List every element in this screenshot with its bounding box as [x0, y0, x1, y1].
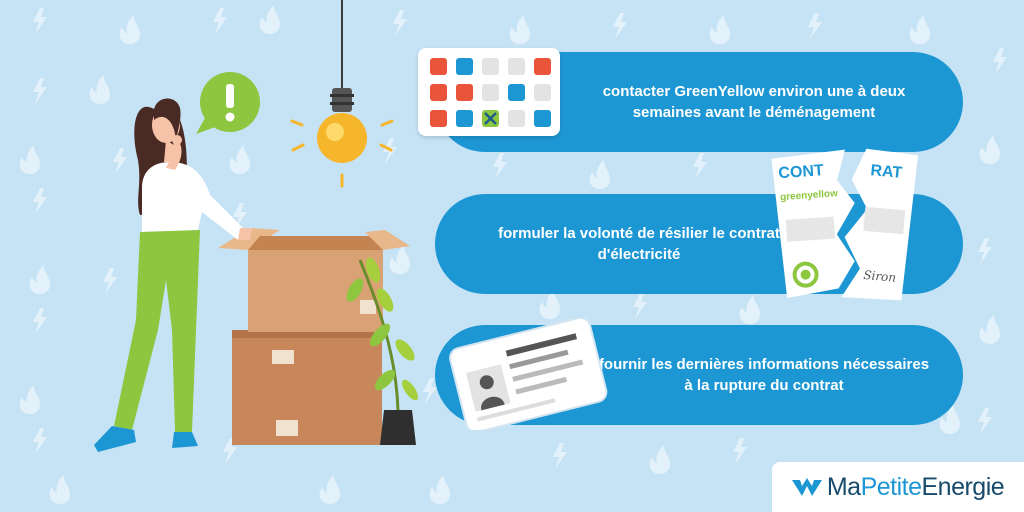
- step-1-text: contacter GreenYellow environ une à deux…: [602, 83, 906, 121]
- step-3-text: fournir les dernières informations néces…: [598, 356, 930, 394]
- calendar-icon: [418, 48, 560, 136]
- logo-text-part2: Petite: [860, 472, 922, 501]
- calendar-check-cell: [482, 110, 499, 127]
- calendar-cell: [508, 110, 525, 127]
- torn-contract-icon: CONT RAT greenyellow Siron: [771, 148, 918, 301]
- calendar-cell: [534, 58, 551, 75]
- logo-text: MaPetiteEnergie: [826, 472, 1005, 502]
- calendar-cell: [430, 58, 447, 75]
- contract-title-right: RAT: [870, 162, 903, 182]
- logo-text-part3: Energie: [921, 472, 1005, 501]
- calendar-cell: [456, 110, 473, 127]
- calendar-cell: [534, 110, 551, 127]
- logo-mark-icon: [791, 478, 822, 496]
- step-2-text: formuler la volonté de résilier le contr…: [498, 225, 780, 263]
- potted-plant: [346, 257, 419, 445]
- logo-text-part1: Ma: [826, 472, 861, 501]
- calendar-cell: [482, 84, 499, 101]
- light-bulb-icon: [290, 0, 394, 188]
- calendar-cell: [482, 58, 499, 75]
- calendar-cell: [534, 84, 551, 101]
- contract-brand: greenyellow: [780, 188, 839, 203]
- person-silhouette-icon: [479, 375, 505, 411]
- woman-figure: [94, 98, 252, 452]
- seal-icon: [792, 261, 819, 288]
- calendar-cell: [508, 84, 525, 101]
- calendar-cell: [508, 58, 525, 75]
- id-card-icon: [449, 318, 608, 430]
- calendar-cell: [456, 84, 473, 101]
- contract-signature: Siron: [863, 268, 897, 285]
- calendar-cell: [430, 110, 447, 127]
- moving-scene-illustration: [94, 0, 419, 452]
- contract-title-left: CONT: [778, 162, 825, 182]
- exclamation-bubble-icon: [196, 72, 260, 134]
- calendar-cell: [430, 84, 447, 101]
- brand-logo: MaPetiteEnergie: [772, 462, 1024, 512]
- calendar-cell: [456, 58, 473, 75]
